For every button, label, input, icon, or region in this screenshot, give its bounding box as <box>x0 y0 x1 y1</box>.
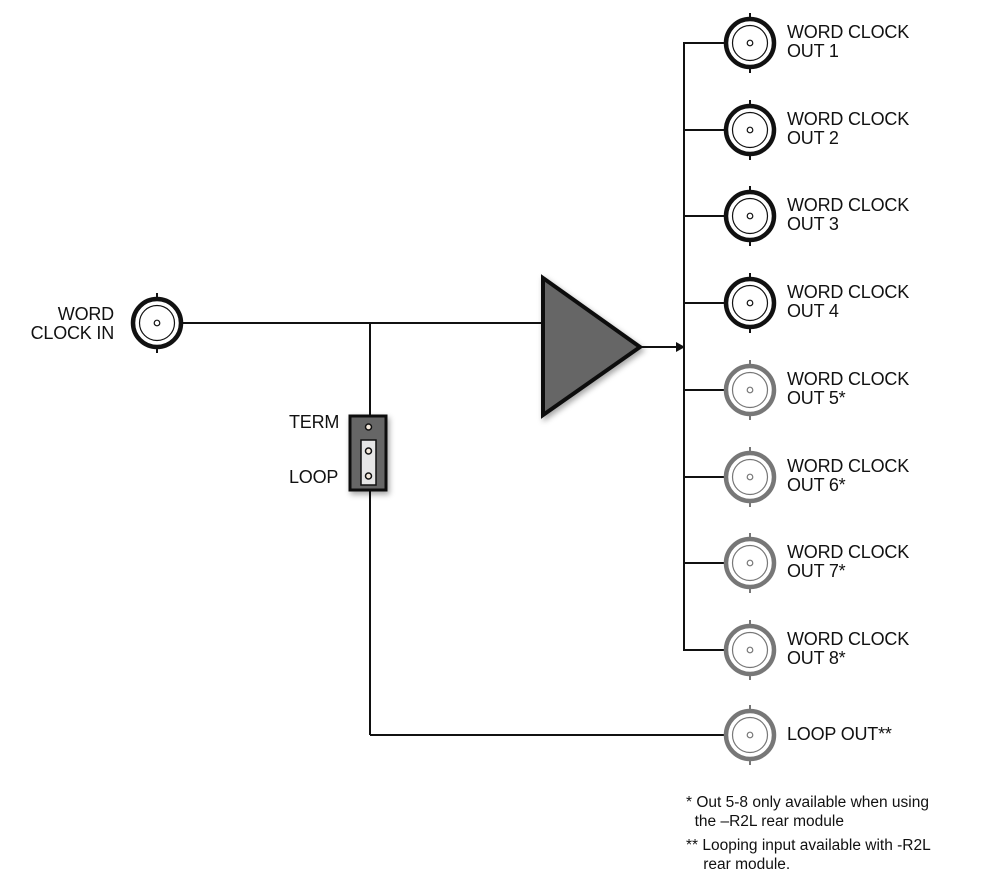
output-label-line-1: WORD CLOCK <box>787 195 910 215</box>
loop-out-label: LOOP OUT** <box>787 724 892 744</box>
output-2-bnc-connector-inner-ring <box>731 111 769 149</box>
jumper-loop-label: LOOP <box>289 467 339 487</box>
output-label-line-1: WORD CLOCK <box>787 369 910 389</box>
output-3-bnc-connector[interactable] <box>723 186 777 246</box>
output-label-line-2: OUT 6* <box>787 475 846 495</box>
output-7-bnc-connector-center-pin <box>746 559 754 567</box>
loop-out-bnc-connector-center-pin <box>746 731 754 739</box>
wires <box>182 42 725 736</box>
jumper-pin-loop <box>364 472 373 480</box>
output-2-bnc-connector[interactable] <box>723 100 777 160</box>
output-label-line-1: WORD CLOCK <box>787 629 910 649</box>
input-label-line-1: WORD <box>57 304 114 324</box>
output-1-bnc-connector-center-pin <box>746 39 754 47</box>
output-2-bnc-connector-center-pin <box>746 126 754 134</box>
output-label-line-1: WORD CLOCK <box>787 282 910 302</box>
output-6-bnc-connector[interactable] <box>723 447 777 507</box>
output-6-bnc-connector-inner-ring <box>731 458 769 496</box>
buffer-amplifier <box>541 274 644 419</box>
jumper-link <box>360 439 377 486</box>
output-7-bnc-connector[interactable] <box>723 533 777 593</box>
input-bnc-connector-center-pin <box>153 319 161 327</box>
output-label-line-1: WORD CLOCK <box>787 109 910 129</box>
jumper-pin-common <box>364 447 373 455</box>
output-label-line-2: OUT 4 <box>787 301 839 321</box>
output-5-bnc-connector-inner-ring <box>731 371 769 409</box>
input-label-line-2: CLOCK IN <box>30 323 115 343</box>
output-label-line-2: OUT 1 <box>787 41 839 61</box>
input-bnc-connector[interactable] <box>130 293 184 353</box>
output-label-line-1: WORD CLOCK <box>787 542 910 562</box>
output-label-line-2: OUT 3 <box>787 214 839 234</box>
output-6-bnc-connector-center-pin <box>746 473 754 481</box>
arrow-head <box>676 342 685 352</box>
output-1-bnc-connector[interactable] <box>723 13 777 73</box>
output-1-bnc-connector-inner-ring <box>731 24 769 62</box>
output-5-bnc-connector[interactable] <box>723 360 777 420</box>
footnote-2-line-1: ** Looping input available with -R2L <box>686 837 931 854</box>
jumper-term-label: TERM <box>289 412 340 432</box>
output-label-line-2: OUT 7* <box>787 561 846 581</box>
footnote-1-line-1: * Out 5-8 only available when using <box>686 794 929 811</box>
output-label-line-1: WORD CLOCK <box>787 22 910 42</box>
output-label-line-2: OUT 5* <box>787 388 846 408</box>
output-8-bnc-connector-inner-ring <box>731 631 769 669</box>
output-3-bnc-connector-center-pin <box>746 212 754 220</box>
output-label-line-2: OUT 2 <box>787 128 839 148</box>
output-3-bnc-connector-inner-ring <box>731 197 769 235</box>
input-label: WORD CLOCK IN <box>10 304 115 343</box>
footnote-2-line-2: rear module. <box>686 856 791 873</box>
output-5-bnc-connector-center-pin <box>746 386 754 394</box>
footnote-1-line-2: the –R2L rear module <box>686 813 844 830</box>
jumper-pin-term <box>364 423 373 431</box>
output-label-line-1: WORD CLOCK <box>787 456 910 476</box>
output-4-bnc-connector-inner-ring <box>731 284 769 322</box>
output-4-bnc-connector-center-pin <box>746 299 754 307</box>
loop-out-bnc-connector[interactable] <box>723 705 777 765</box>
output-7-bnc-connector-inner-ring <box>731 544 769 582</box>
loop-out-bnc-connector-inner-ring <box>731 716 769 754</box>
output-label-line-2: OUT 8* <box>787 648 846 668</box>
output-4-bnc-connector[interactable] <box>723 273 777 333</box>
input-bnc-connector-inner-ring <box>138 304 176 342</box>
footnote-2: ** Looping input available with -R2L rea… <box>686 836 931 874</box>
output-8-bnc-connector[interactable] <box>723 620 777 680</box>
footnote-1: * Out 5-8 only available when using the … <box>686 793 929 831</box>
output-8-bnc-connector-center-pin <box>746 646 754 654</box>
